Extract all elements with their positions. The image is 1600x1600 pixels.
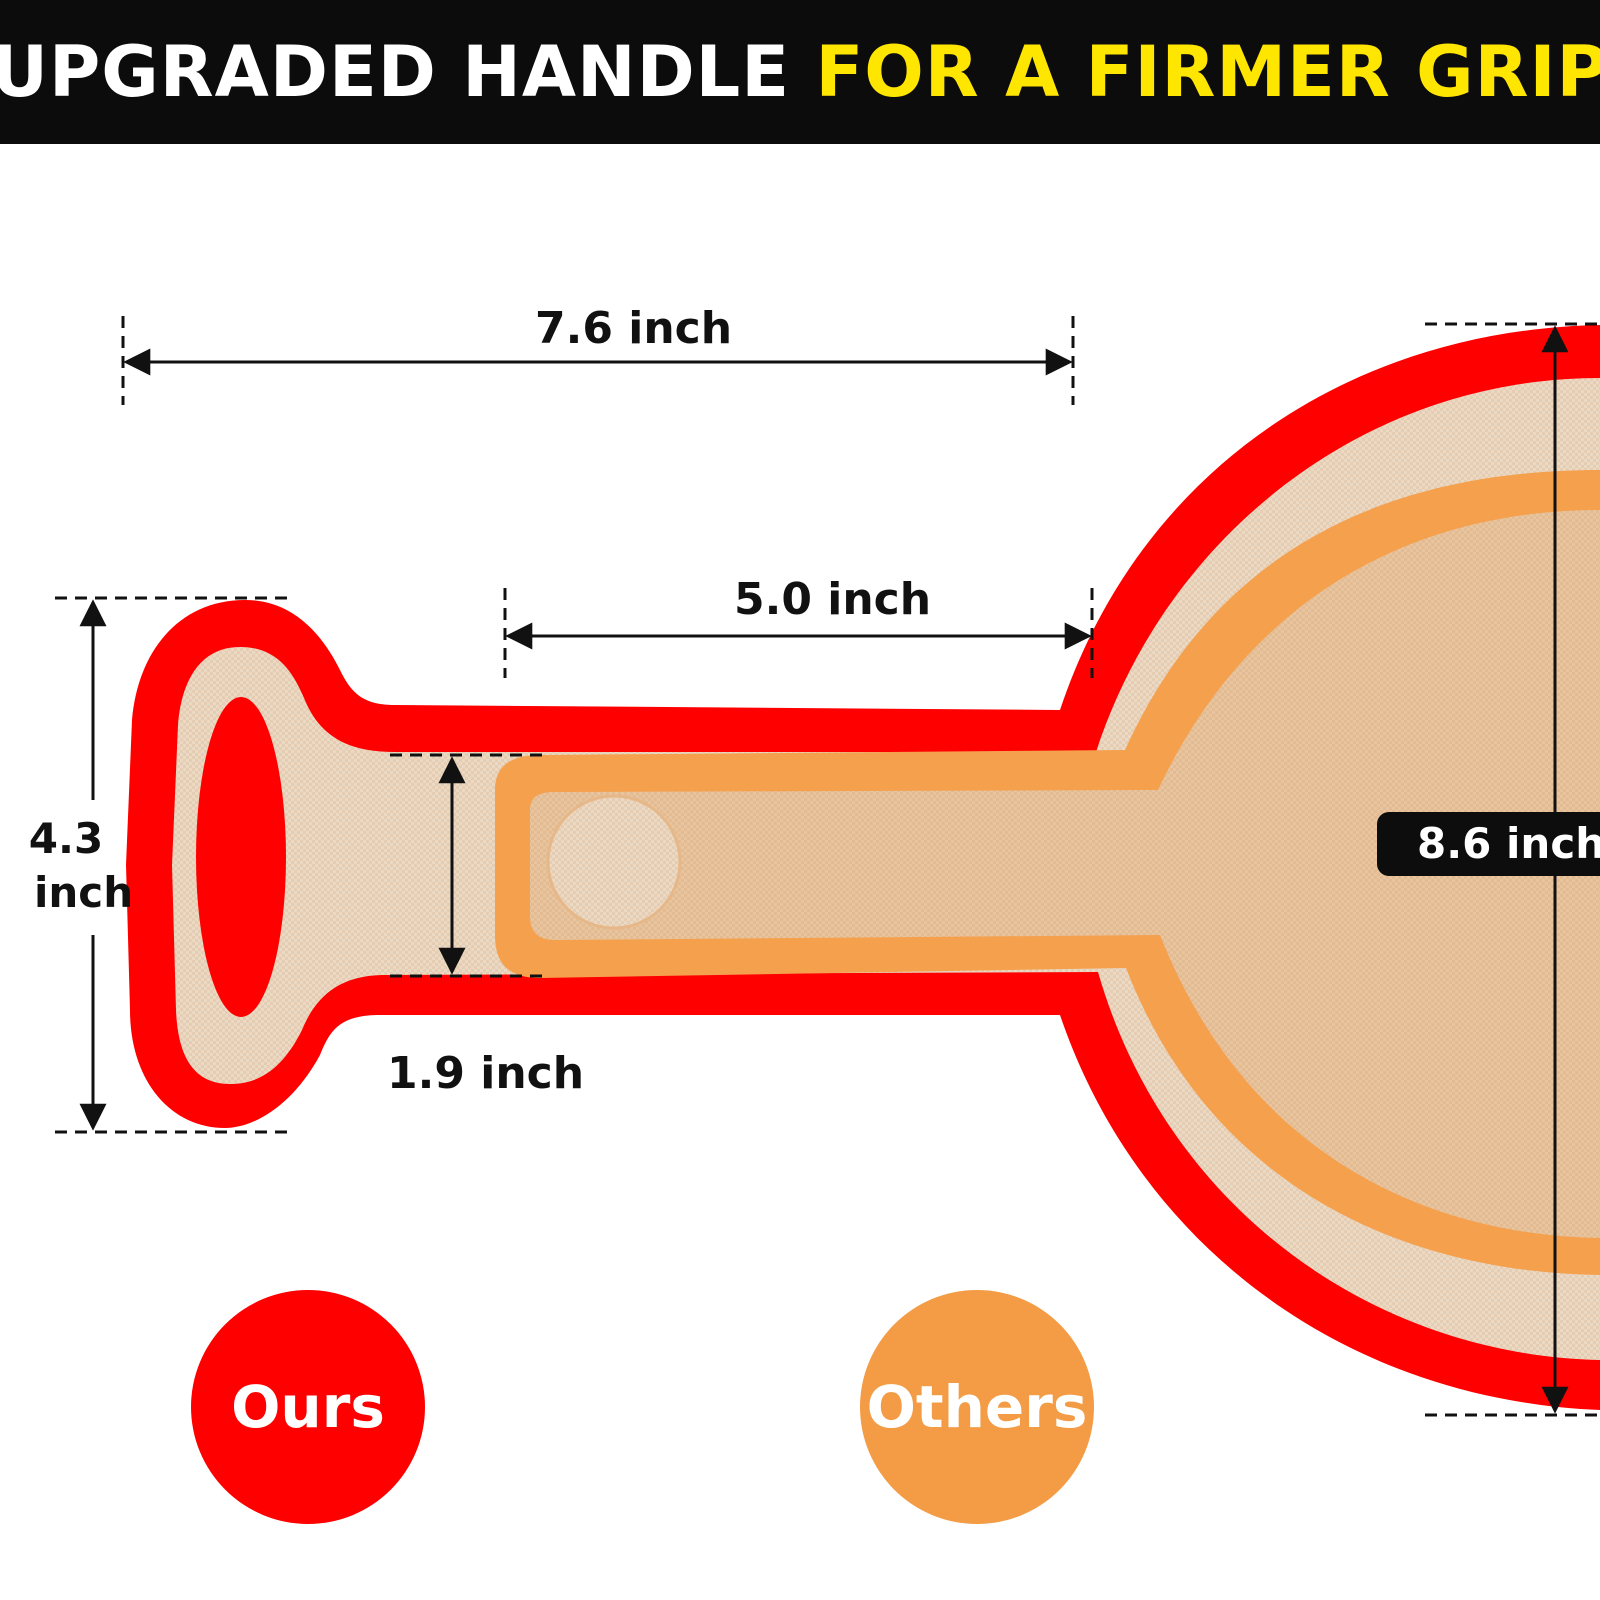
ours-badge: Ours — [191, 1290, 425, 1524]
total-length-dimension — [121, 316, 1075, 405]
title-banner: UPGRADED HANDLE FOR A FIRMER GRIP — [0, 0, 1600, 144]
others-handle-hole — [546, 794, 682, 930]
handle-end-height-value: 4.3 — [28, 814, 104, 863]
others-mat-fabric — [530, 510, 1600, 1238]
total-length-label: 7.6 inch — [535, 303, 733, 354]
handle-end-height-unit: inch — [34, 868, 134, 917]
handle-width-dimension — [390, 753, 545, 978]
mat-diameter-label: 8.6 inch — [1377, 812, 1600, 876]
others-badge-text: Others — [866, 1373, 1088, 1441]
ours-handle-hole — [196, 697, 286, 1017]
handle-end-height-label: 4.3 inch — [26, 812, 134, 920]
handle-length-dimension — [503, 588, 1094, 678]
title-white-text: UPGRADED HANDLE — [0, 31, 791, 113]
handle-width-label: 1.9 inch — [387, 1048, 585, 1099]
title-yellow-text: FOR A FIRMER GRIP — [815, 31, 1600, 113]
others-mat — [495, 470, 1600, 1275]
handle-length-label: 5.0 inch — [734, 574, 932, 625]
ours-badge-text: Ours — [231, 1373, 385, 1441]
others-badge: Others — [860, 1290, 1094, 1524]
handle-end-height-dimension — [55, 596, 290, 1134]
